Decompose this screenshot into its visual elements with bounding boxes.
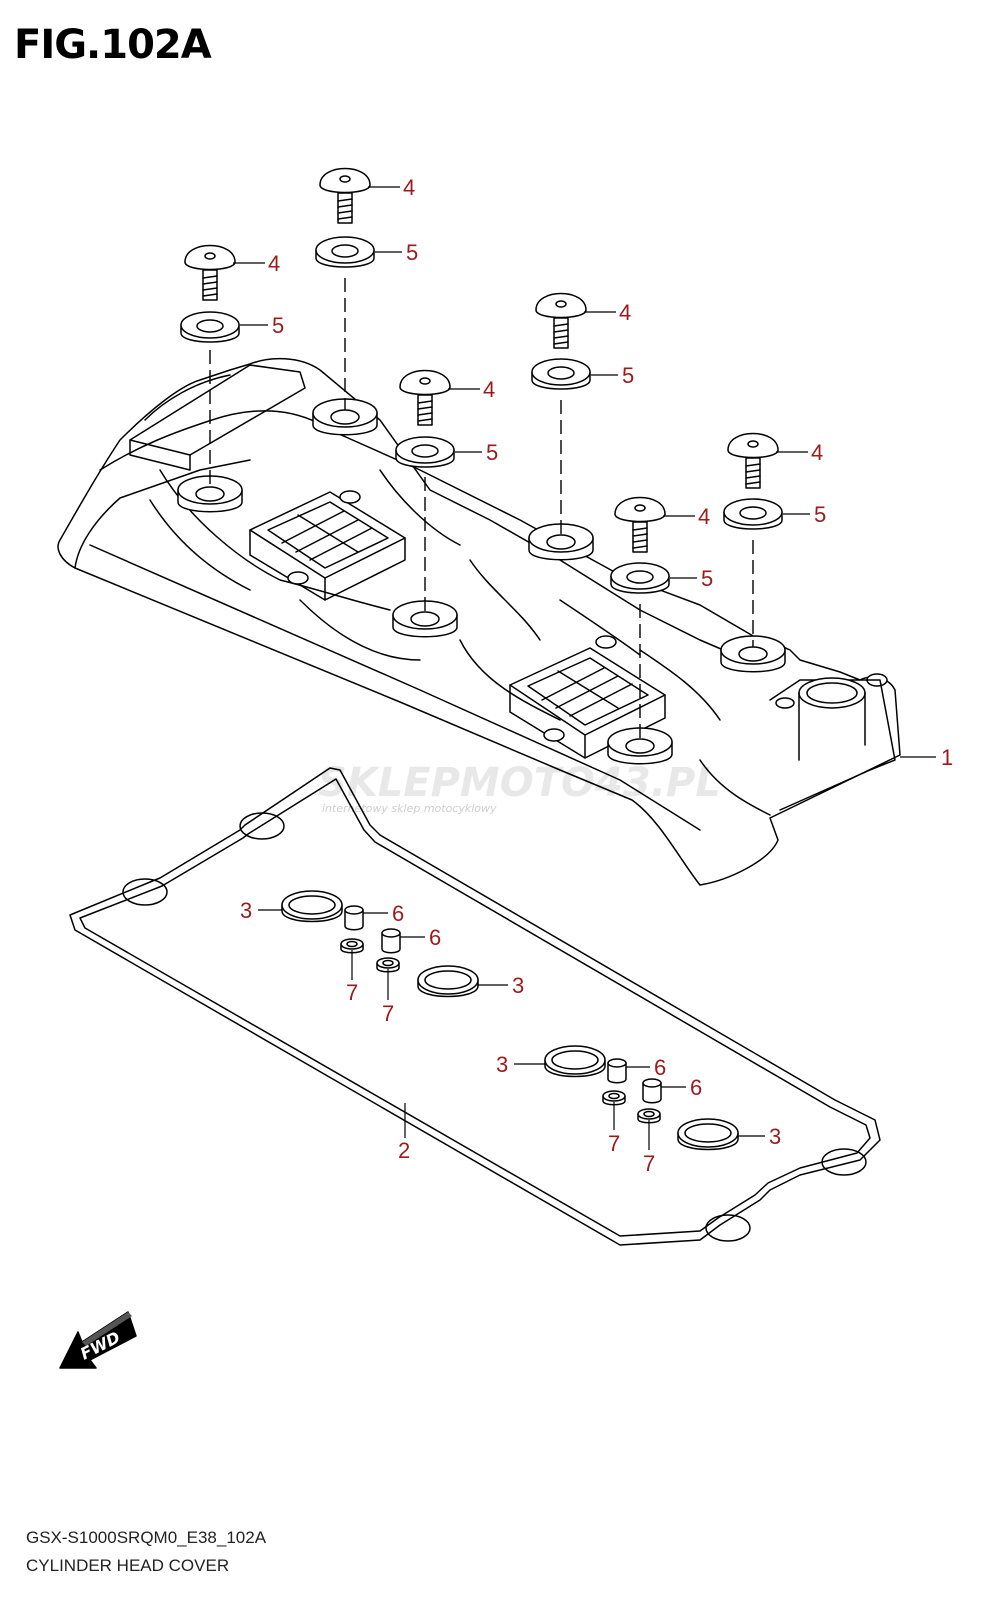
cylinder-head-cover (57, 357, 901, 886)
cover-boss (528, 523, 594, 561)
section-name: CYLINDER HEAD COVER (26, 1556, 230, 1575)
callout-o-ring: 3 (496, 1052, 508, 1077)
cover-boss (177, 475, 243, 513)
seal (340, 938, 364, 954)
callout-sleeve: 6 (690, 1075, 702, 1100)
watermark-brand: SKLEPMOTO43.PL (318, 760, 721, 806)
washer (395, 436, 455, 468)
cover-boss (392, 600, 458, 638)
cover-boss (312, 398, 378, 436)
bolt (535, 292, 587, 349)
sleeve (607, 1058, 627, 1084)
sleeve (381, 928, 401, 954)
o-ring (677, 1118, 739, 1151)
callout-washer: 5 (701, 566, 713, 591)
watermark-tagline: internetowy sklep motocyklowy (322, 802, 497, 815)
washer (610, 562, 670, 594)
seal (376, 957, 400, 973)
callout-o-ring: 3 (769, 1124, 781, 1149)
callout-washer: 5 (486, 440, 498, 465)
washer (723, 498, 783, 530)
callout-seal: 7 (608, 1131, 620, 1156)
callout-cover: 1 (941, 745, 953, 770)
callout-washer: 5 (272, 313, 284, 338)
watermark: SKLEPMOTO43.PL internetowy sklep motocyk… (318, 760, 721, 815)
callout-seal: 7 (382, 1001, 394, 1026)
callout-bolt: 4 (483, 377, 495, 402)
sleeve (642, 1078, 662, 1104)
callout-seal: 7 (346, 980, 358, 1005)
washer (531, 358, 591, 390)
cover-boss (720, 635, 786, 673)
callout-sleeve: 6 (392, 901, 404, 926)
callout-bolt: 4 (268, 251, 280, 276)
o-ring (544, 1045, 606, 1078)
figure-title: FIG.102A (14, 22, 212, 68)
sleeve (344, 905, 364, 931)
callout-bolt: 4 (811, 440, 823, 465)
callout-numbers: 1 2 4 4 4 4 4 4 5 5 5 5 5 5 3 3 3 3 6 6 … (240, 175, 953, 1176)
callout-sleeve: 6 (654, 1055, 666, 1080)
fwd-arrow-icon: FWD (59, 1311, 137, 1369)
o-ring (417, 965, 479, 998)
callout-o-ring: 3 (240, 898, 252, 923)
callout-bolt: 4 (698, 504, 710, 529)
callout-washer: 5 (814, 502, 826, 527)
callout-sleeve: 6 (429, 925, 441, 950)
callout-washer: 5 (622, 363, 634, 388)
bolt (614, 496, 666, 553)
washer (315, 236, 375, 268)
seal (602, 1090, 626, 1106)
model-code: GSX-S1000SRQM0_E38_102A (26, 1528, 267, 1547)
cover-gasket (69, 767, 881, 1246)
callout-gasket: 2 (398, 1138, 410, 1163)
o-ring (281, 890, 343, 923)
callout-o-ring: 3 (512, 973, 524, 998)
cover-boss (607, 727, 673, 765)
callout-seal: 7 (643, 1151, 655, 1176)
seal (637, 1108, 661, 1124)
callout-bolt: 4 (403, 175, 415, 200)
bolt (399, 369, 451, 426)
washer (180, 311, 240, 343)
bolt (727, 432, 779, 489)
bolt (184, 244, 236, 301)
callout-leaders (233, 186, 936, 1150)
callout-washer: 5 (406, 240, 418, 265)
callout-bolt: 4 (619, 300, 631, 325)
assembly-lines (209, 278, 754, 739)
bolt (319, 167, 371, 224)
